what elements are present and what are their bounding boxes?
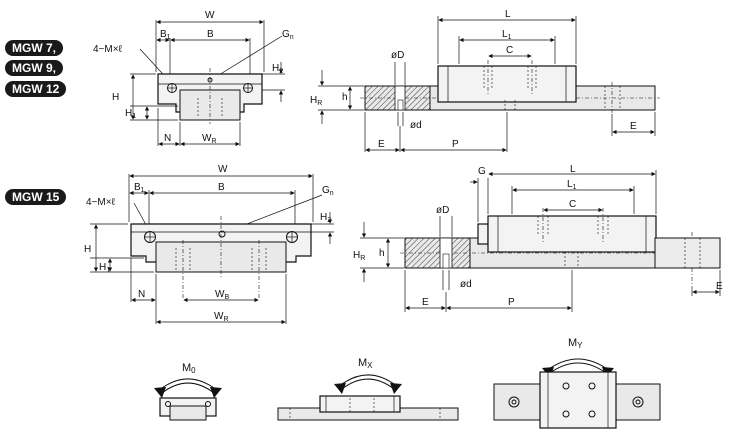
label-B-top: B	[207, 29, 214, 40]
label-E-left-top: E	[378, 139, 385, 150]
svg-text:Gn: Gn	[282, 29, 294, 41]
label-M0-sub: 0	[191, 366, 196, 375]
label-MY: M	[568, 337, 577, 349]
label-E-left-mid: E	[422, 297, 429, 308]
svg-text:H1: H1	[125, 108, 136, 120]
label-H-top: H	[112, 92, 119, 103]
label-C-top: C	[506, 45, 513, 56]
label-Gn-sub-mid: n	[330, 190, 334, 197]
label-MX: M	[358, 357, 367, 369]
label-N-top: N	[164, 133, 171, 144]
label-MX-sub: X	[367, 361, 373, 370]
label-HR-sub-top: R	[317, 100, 322, 107]
label-E-right-top: E	[630, 121, 637, 132]
moment-m0: M0	[154, 362, 222, 421]
label-H1-sub-top: 1	[132, 113, 136, 120]
label-B1-sub-mid: 1	[141, 187, 145, 194]
badge-mgw15: MGW 15	[5, 189, 67, 205]
label-W-top: W	[205, 10, 215, 21]
label-WB-mid: W	[215, 289, 225, 300]
label-B-mid: B	[218, 182, 225, 193]
side-view-mgw15: G L L1 C øD ød HR h	[353, 164, 723, 312]
label-L1-mid: L	[567, 179, 573, 190]
label-L1-sub-top: 1	[508, 34, 512, 41]
svg-text:HR: HR	[310, 95, 322, 107]
side-view-small: L L1 C øD ød HR h	[310, 9, 660, 153]
front-view-mgw15: W B1 B Gn 4−M×ℓ	[84, 164, 334, 325]
label-H1-sub-mid: 1	[106, 267, 110, 274]
label-WB-sub-mid: B	[224, 294, 229, 301]
front-view-small: W B1 B Gn 4−M×ℓ	[93, 10, 294, 147]
label-B1-top: B	[160, 29, 167, 40]
label-H-mid: H	[84, 244, 91, 255]
label-C-mid: C	[569, 199, 576, 210]
label-B1-mid: B	[134, 182, 141, 193]
svg-text:L1: L1	[502, 29, 512, 41]
label-G-top: G	[282, 29, 290, 40]
label-B1-sub-top: 1	[167, 34, 171, 41]
label-HR-sub-mid: R	[360, 255, 365, 262]
label-phiD-mid: øD	[436, 205, 449, 216]
label-L-top: L	[505, 9, 511, 20]
moment-my: MY	[493, 337, 661, 429]
moment-mx: MX	[277, 357, 459, 421]
label-H2-sub-mid: 2	[327, 217, 331, 224]
svg-text:MY: MY	[568, 337, 583, 350]
svg-text:WB: WB	[215, 289, 229, 301]
label-M0: M	[182, 362, 191, 374]
label-G-mid: G	[322, 185, 330, 196]
badge-mgw9: MGW 9,	[5, 60, 63, 76]
label-h-top: h	[342, 92, 348, 103]
label-H1-top: H	[125, 108, 132, 119]
label-L1-top: L	[502, 29, 508, 40]
label-H2-mid: H	[320, 212, 327, 223]
label-P-top: P	[452, 139, 459, 150]
label-phid-top: ød	[410, 120, 422, 131]
label-H2-top: H	[272, 63, 279, 74]
label-HR-top: H	[310, 95, 317, 106]
label-G-side: G	[478, 166, 486, 177]
svg-text:H1: H1	[99, 262, 110, 274]
label-P-mid: P	[508, 297, 515, 308]
label-phid-mid: ød	[460, 279, 472, 290]
label-WR-top: W	[202, 133, 212, 144]
label-phiD-top: øD	[391, 50, 404, 61]
svg-text:HR: HR	[353, 250, 365, 262]
label-h-mid: h	[379, 248, 385, 259]
label-W-mid: W	[218, 164, 228, 175]
svg-text:L1: L1	[567, 179, 577, 191]
svg-text:H2: H2	[320, 212, 331, 224]
svg-text:Gn: Gn	[322, 185, 334, 197]
svg-text:M0: M0	[182, 362, 196, 375]
badge-mgw7: MGW 7,	[5, 40, 63, 56]
label-HR-mid: H	[353, 250, 360, 261]
label-MY-sub: Y	[577, 341, 583, 350]
svg-text:MX: MX	[358, 357, 373, 370]
label-E-right-mid: E	[716, 281, 723, 292]
svg-text:B1: B1	[160, 29, 171, 41]
label-H2-sub-top: 2	[279, 68, 283, 75]
label-L-mid: L	[570, 164, 576, 175]
label-R-sub-top: R	[211, 138, 216, 145]
label-R-sub-mid: R	[223, 316, 228, 323]
label-mount-top: 4−M×ℓ	[93, 44, 123, 55]
label-WR-mid: W	[214, 311, 224, 322]
label-Gn-sub-top: n	[290, 34, 294, 41]
label-H1-mid: H	[99, 262, 106, 273]
svg-text:B1: B1	[134, 182, 145, 194]
label-N-mid: N	[138, 289, 145, 300]
label-mount-mid: 4−M×ℓ	[86, 197, 116, 208]
svg-text:WR: WR	[214, 311, 229, 323]
svg-text:WR: WR	[202, 133, 217, 145]
badge-mgw12: MGW 12	[5, 81, 67, 97]
svg-text:H2: H2	[272, 63, 283, 75]
label-L1-sub-mid: 1	[573, 184, 577, 191]
